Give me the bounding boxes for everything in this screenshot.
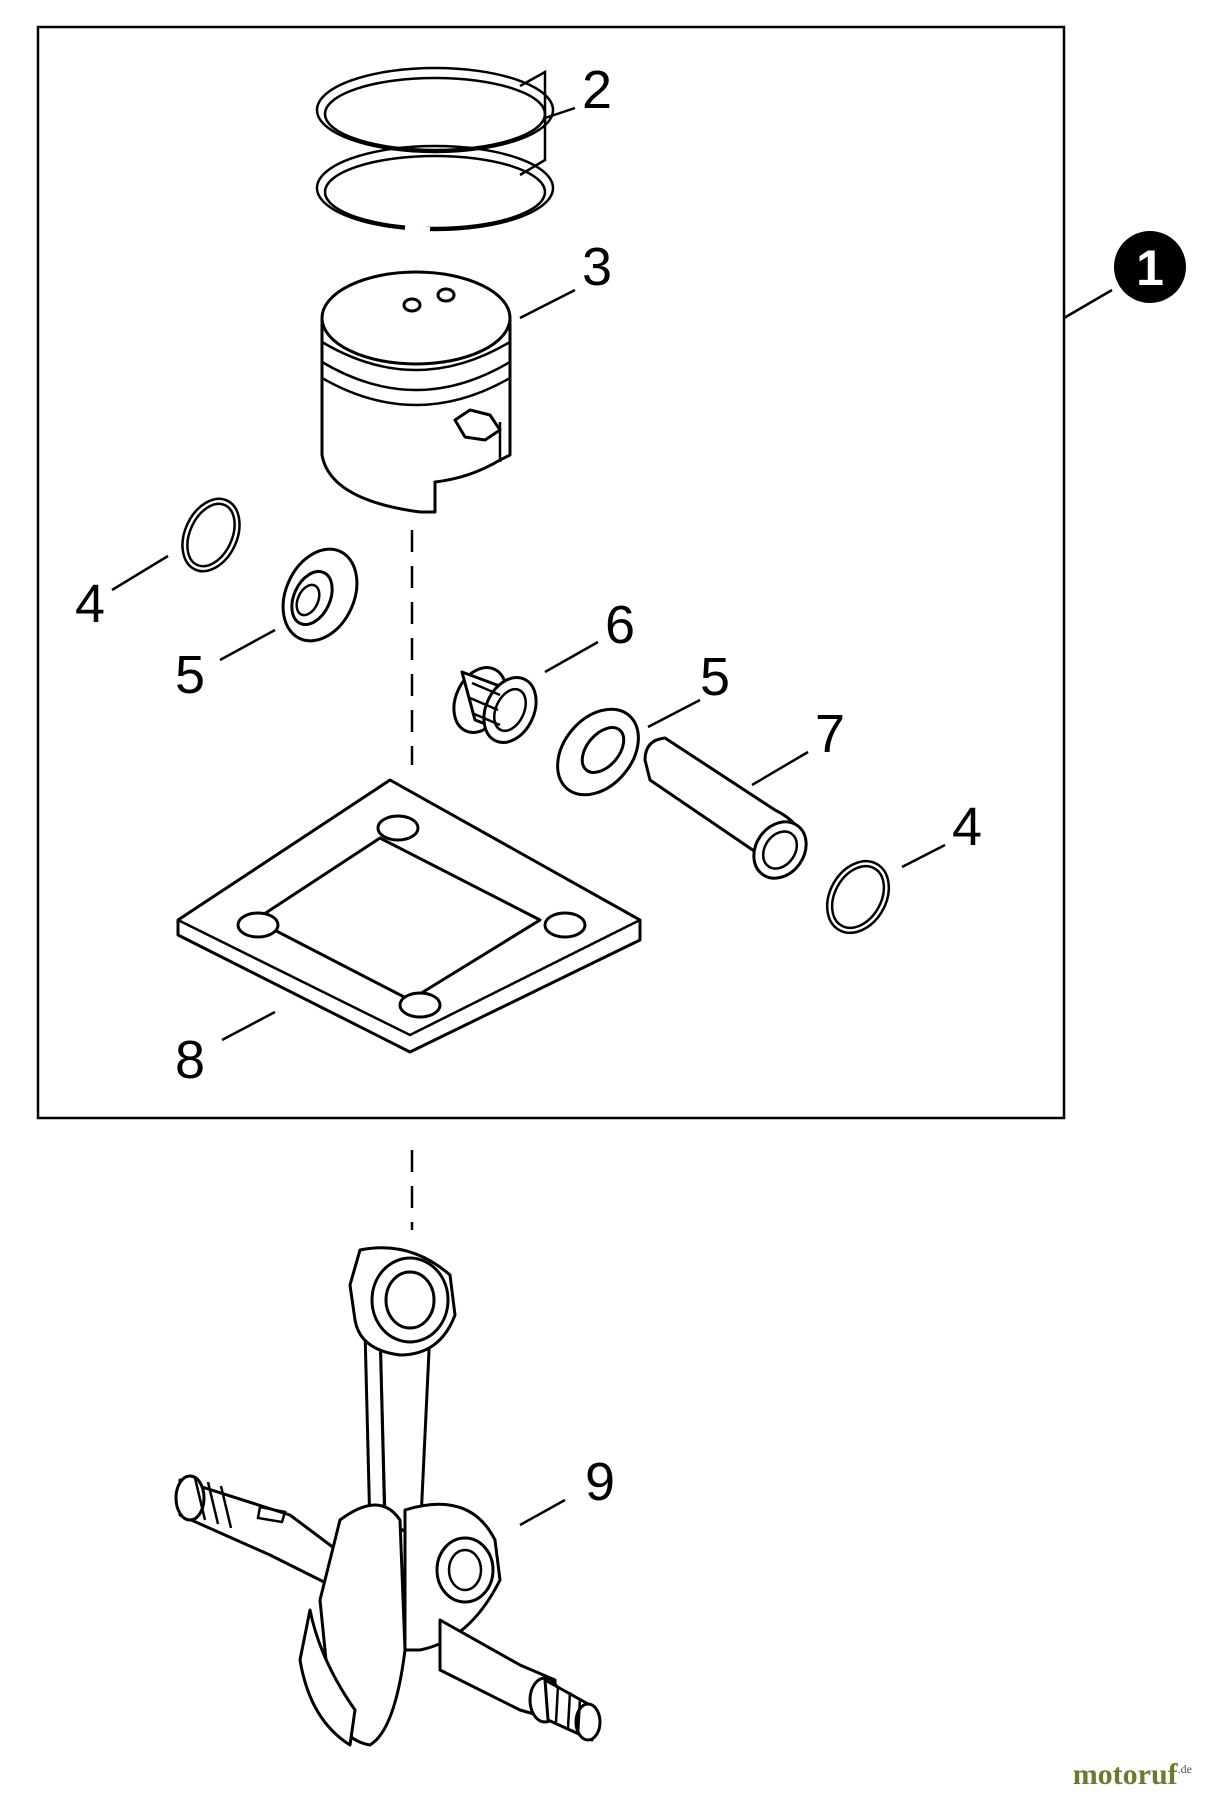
piston-pin[interactable] [643,736,817,888]
piston[interactable] [320,270,576,514]
label-bearing: 6 [605,595,635,655]
kit-callout-number: 1 [1136,240,1164,296]
label-rings: 2 [582,60,612,120]
washer-left[interactable] [219,537,371,662]
watermark-brand: motoruf [1072,1758,1178,1791]
crankshaft[interactable] [174,1246,602,1747]
needle-bearing[interactable] [444,640,599,751]
label-gasket: 8 [175,1030,205,1090]
label-pin: 7 [815,704,845,764]
circlip-left[interactable] [111,490,251,592]
label-washer-right: 5 [700,647,730,707]
kit-callout[interactable]: 1 [1063,231,1186,320]
circlip-right[interactable] [815,843,946,944]
piston-rings[interactable] [315,66,576,233]
label-circlip-left: 4 [75,574,105,634]
gasket[interactable] [176,778,642,1054]
watermark-logo[interactable]: motoruf.de [1073,1758,1192,1792]
label-washer-left: 5 [175,645,205,705]
label-circlip-right: 4 [952,797,982,857]
watermark-tld: .de [1177,1762,1192,1776]
label-crankshaft: 9 [585,1452,615,1512]
kit-frame [36,25,1066,1120]
label-piston: 3 [582,237,612,297]
washer-right[interactable] [541,693,701,810]
